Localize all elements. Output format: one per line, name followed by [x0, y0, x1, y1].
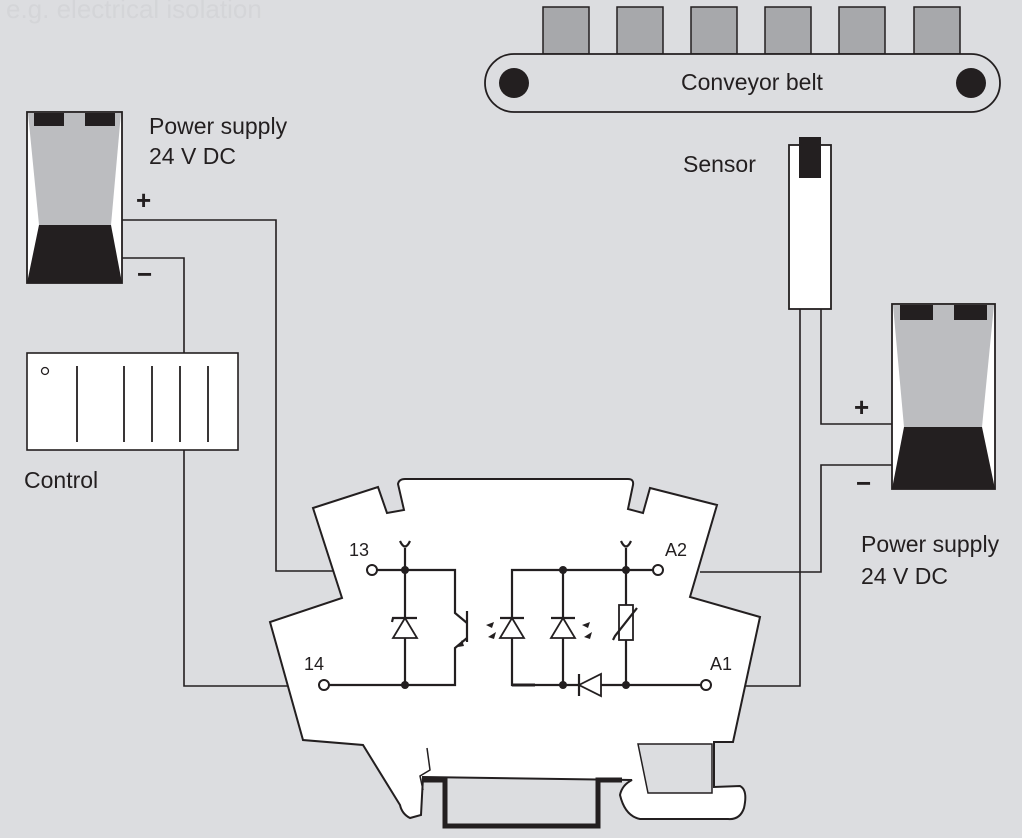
psu-left-title: Power supply [149, 113, 288, 139]
psu-left-rating: 24 V DC [149, 143, 236, 169]
wire-psu-left-plus [122, 219, 333, 572]
wire-sensor-plus [820, 309, 892, 425]
circuit-output: 13 14 [304, 540, 469, 691]
sensor: Sensor [683, 137, 832, 310]
terminal-a1-label: A1 [710, 654, 732, 674]
power-supply-left: Power supply 24 V DC + − [26, 111, 288, 289]
led-icon [549, 616, 577, 639]
wire-psu-right-minus [700, 464, 892, 573]
protection-diode-icon [576, 672, 602, 698]
conveyor-label: Conveyor belt [681, 69, 824, 95]
relay-module: 13 14 A2 A1 [268, 478, 762, 829]
control-unit: Control [24, 352, 239, 493]
circuit-input: A2 A1 [498, 540, 732, 698]
pulley-right-icon [956, 68, 986, 98]
power-supply-right: Power supply 24 V DC + − [854, 303, 1000, 589]
psu-right-minus: − [856, 468, 871, 498]
sensor-label: Sensor [683, 151, 756, 177]
wire-control-14 [183, 450, 292, 687]
terminal-13-label: 13 [349, 540, 369, 560]
pulley-left-icon [499, 68, 529, 98]
psu-left-minus: − [137, 259, 152, 289]
control-label: Control [24, 467, 98, 493]
wires [122, 219, 892, 687]
terminal-a2[interactable] [652, 564, 664, 576]
photodiode-icon [498, 616, 526, 639]
light-arrow-icon [582, 622, 590, 628]
terminal-a1[interactable] [700, 679, 712, 691]
zener-diode-icon [391, 616, 419, 639]
psu-left-plus: + [136, 185, 151, 215]
header-caption: e.g. electrical isolation [6, 0, 262, 24]
terminal-a2-label: A2 [665, 540, 687, 560]
light-arrow-icon [584, 632, 592, 639]
din-rail [423, 777, 622, 829]
conveyor-items [542, 6, 961, 55]
wire-sensor-signal [742, 309, 801, 687]
psu-right-title: Power supply [861, 531, 1000, 557]
terminal-14[interactable] [318, 679, 330, 691]
conveyor-belt: Conveyor belt [484, 6, 1001, 113]
psu-right-rating: 24 V DC [861, 563, 948, 589]
wire-psu-left-minus [122, 257, 185, 353]
psu-right-plus: + [854, 392, 869, 422]
terminal-13[interactable] [366, 564, 378, 576]
light-arrow-icon [488, 632, 496, 639]
terminal-14-label: 14 [304, 654, 324, 674]
light-arrow-icon [486, 622, 494, 628]
